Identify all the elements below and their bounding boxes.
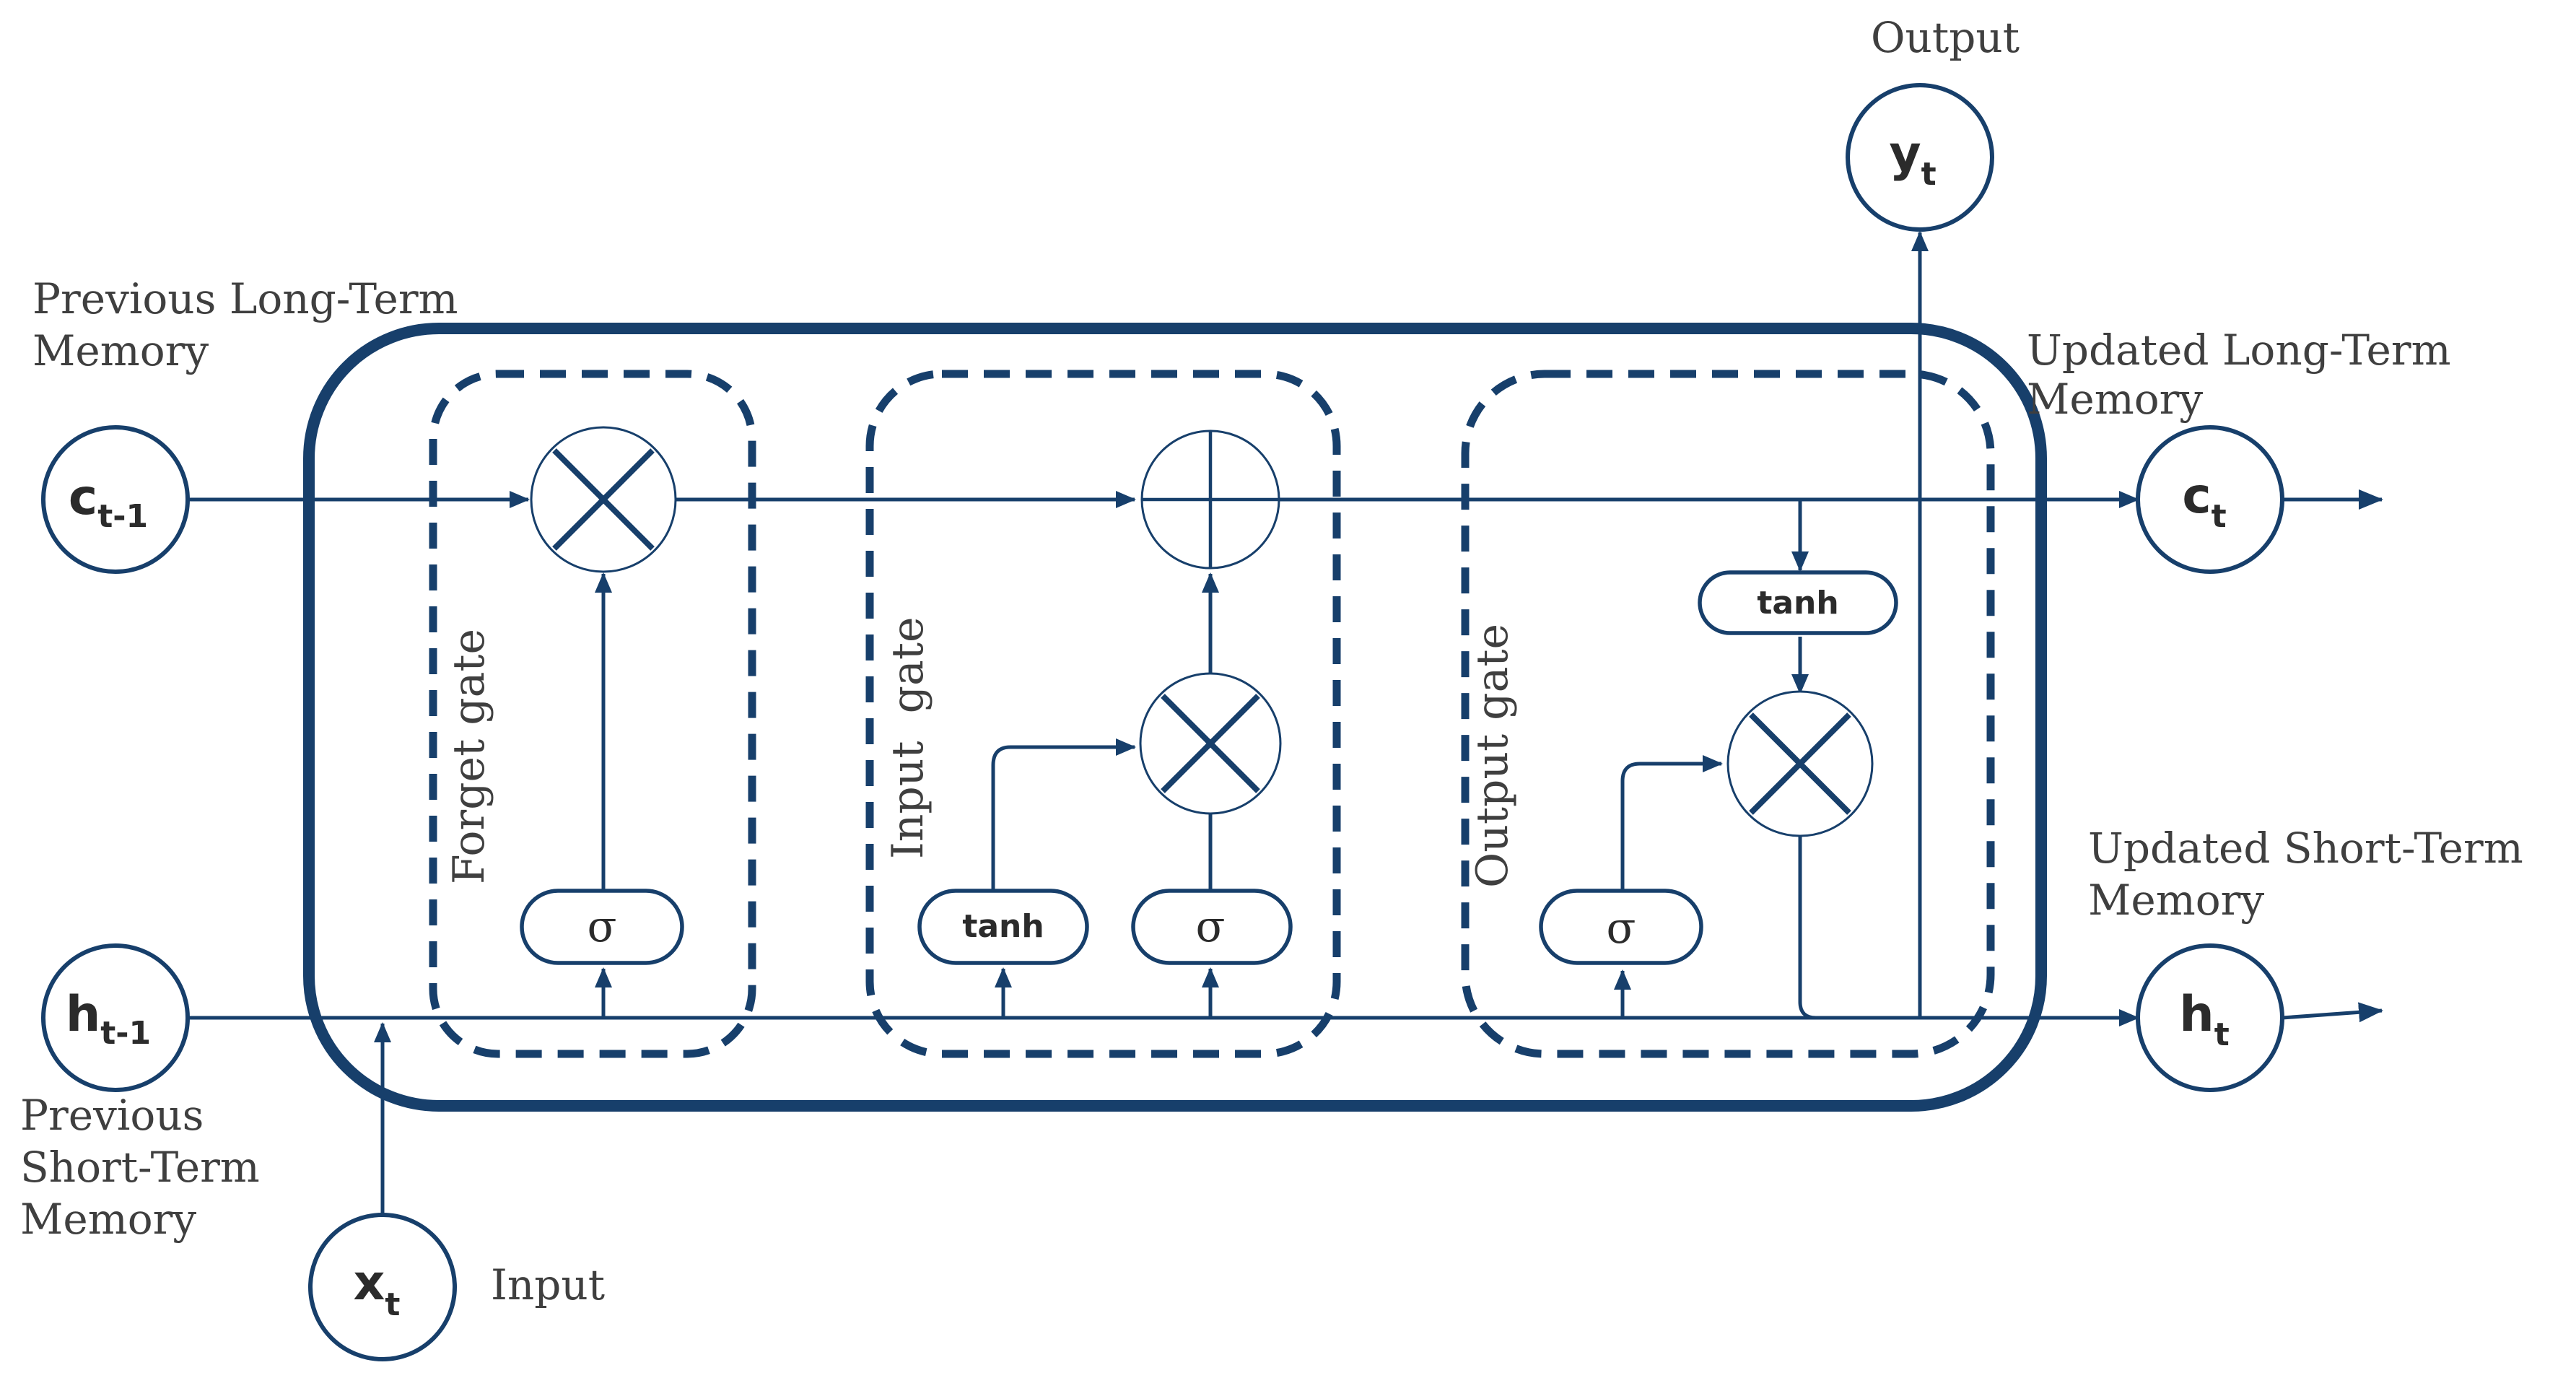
node-x-sub: t: [385, 1286, 400, 1323]
node-h-next: ht: [2136, 943, 2284, 1092]
node-h-next-sub: t: [2214, 1016, 2230, 1053]
prev-long-term-line-2: Memory: [32, 326, 209, 375]
input-label: Input: [491, 1260, 605, 1309]
hidden-state-out-arrow: [2282, 1002, 2383, 1023]
prev-short-term-label: Previous Short-Term Memory: [20, 1091, 273, 1244]
lstm-cell-box: [303, 323, 2047, 1112]
mult-to-hidden: [1798, 836, 1817, 1020]
svg-text:yt: yt: [1889, 126, 1936, 193]
svg-text:ht-1: ht-1: [66, 986, 151, 1052]
node-y-base: y: [1889, 126, 1921, 183]
updated-short-term-line-1: Updated Short-Term: [2088, 824, 2523, 873]
output-gate-region: [1461, 370, 1995, 1058]
forget-gate-region: [429, 370, 756, 1058]
input-gate-label: Input gate: [883, 617, 933, 859]
node-c-next: ct: [2136, 425, 2284, 574]
output-tanh-label: tanh: [1757, 585, 1838, 622]
input-tanh-label: tanh: [962, 908, 1044, 945]
node-y-sub: t: [1921, 156, 1937, 193]
input-sigmoid-label: σ: [1196, 902, 1226, 952]
node-c-prev-sub: t-1: [97, 498, 148, 535]
node-c-prev: ct-1: [41, 425, 190, 574]
node-h-prev-sub: t-1: [100, 1015, 151, 1052]
output-sigma-to-mult: [1620, 755, 1723, 891]
node-h-prev-base: h: [66, 986, 100, 1043]
node-c-next-sub: t: [2212, 498, 2227, 535]
node-c-next-base: c: [2182, 468, 2211, 525]
prev-long-term-line-1: Previous Long-Term: [32, 274, 458, 323]
svg-text:ht: ht: [2179, 986, 2229, 1053]
output-label: Output: [1871, 13, 2020, 62]
node-y: yt: [1846, 83, 1994, 232]
input-multiply-op: [1139, 672, 1282, 815]
prev-short-term-line-2: Short-Term: [20, 1143, 260, 1192]
input-sigmoid: σ: [1131, 889, 1293, 965]
output-sigmoid: σ: [1539, 889, 1703, 965]
output-gate-label: Output gate: [1467, 624, 1518, 888]
updated-long-term-line-1: Updated Long-Term: [2027, 326, 2451, 375]
prev-short-term-line-3: Memory: [20, 1195, 196, 1244]
updated-short-term-line-2: Memory: [2088, 876, 2264, 925]
svg-text:ct-1: ct-1: [69, 469, 148, 535]
updated-long-term-label: Updated Long-Term Memory: [2027, 326, 2464, 424]
svg-text:ct: ct: [2182, 468, 2226, 535]
forget-sigmoid: σ: [520, 889, 684, 965]
output-multiply-op: [1726, 690, 1874, 837]
updated-long-term-line-2: Memory: [2027, 375, 2203, 424]
forget-multiply-op: [530, 426, 677, 573]
input-add-op: [1140, 429, 1280, 570]
input-tanh-to-mult: [991, 738, 1136, 891]
node-h-next-base: h: [2179, 986, 2214, 1043]
forget-sigmoid-label: σ: [588, 902, 617, 952]
input-tanh: tanh: [917, 889, 1089, 965]
node-h-prev: ht-1: [41, 943, 190, 1092]
node-c-prev-base: c: [69, 469, 97, 526]
updated-short-term-label: Updated Short-Term Memory: [2088, 824, 2536, 925]
prev-long-term-label: Previous Long-Term Memory: [32, 274, 471, 375]
node-x: xt: [308, 1213, 457, 1361]
prev-short-term-line-1: Previous: [20, 1091, 204, 1140]
output-sigmoid-label: σ: [1607, 903, 1636, 954]
svg-text:xt: xt: [354, 1255, 401, 1323]
forget-gate-label: Forget gate: [444, 629, 494, 884]
node-x-base: x: [354, 1255, 385, 1312]
output-tanh: tanh: [1698, 570, 1898, 635]
